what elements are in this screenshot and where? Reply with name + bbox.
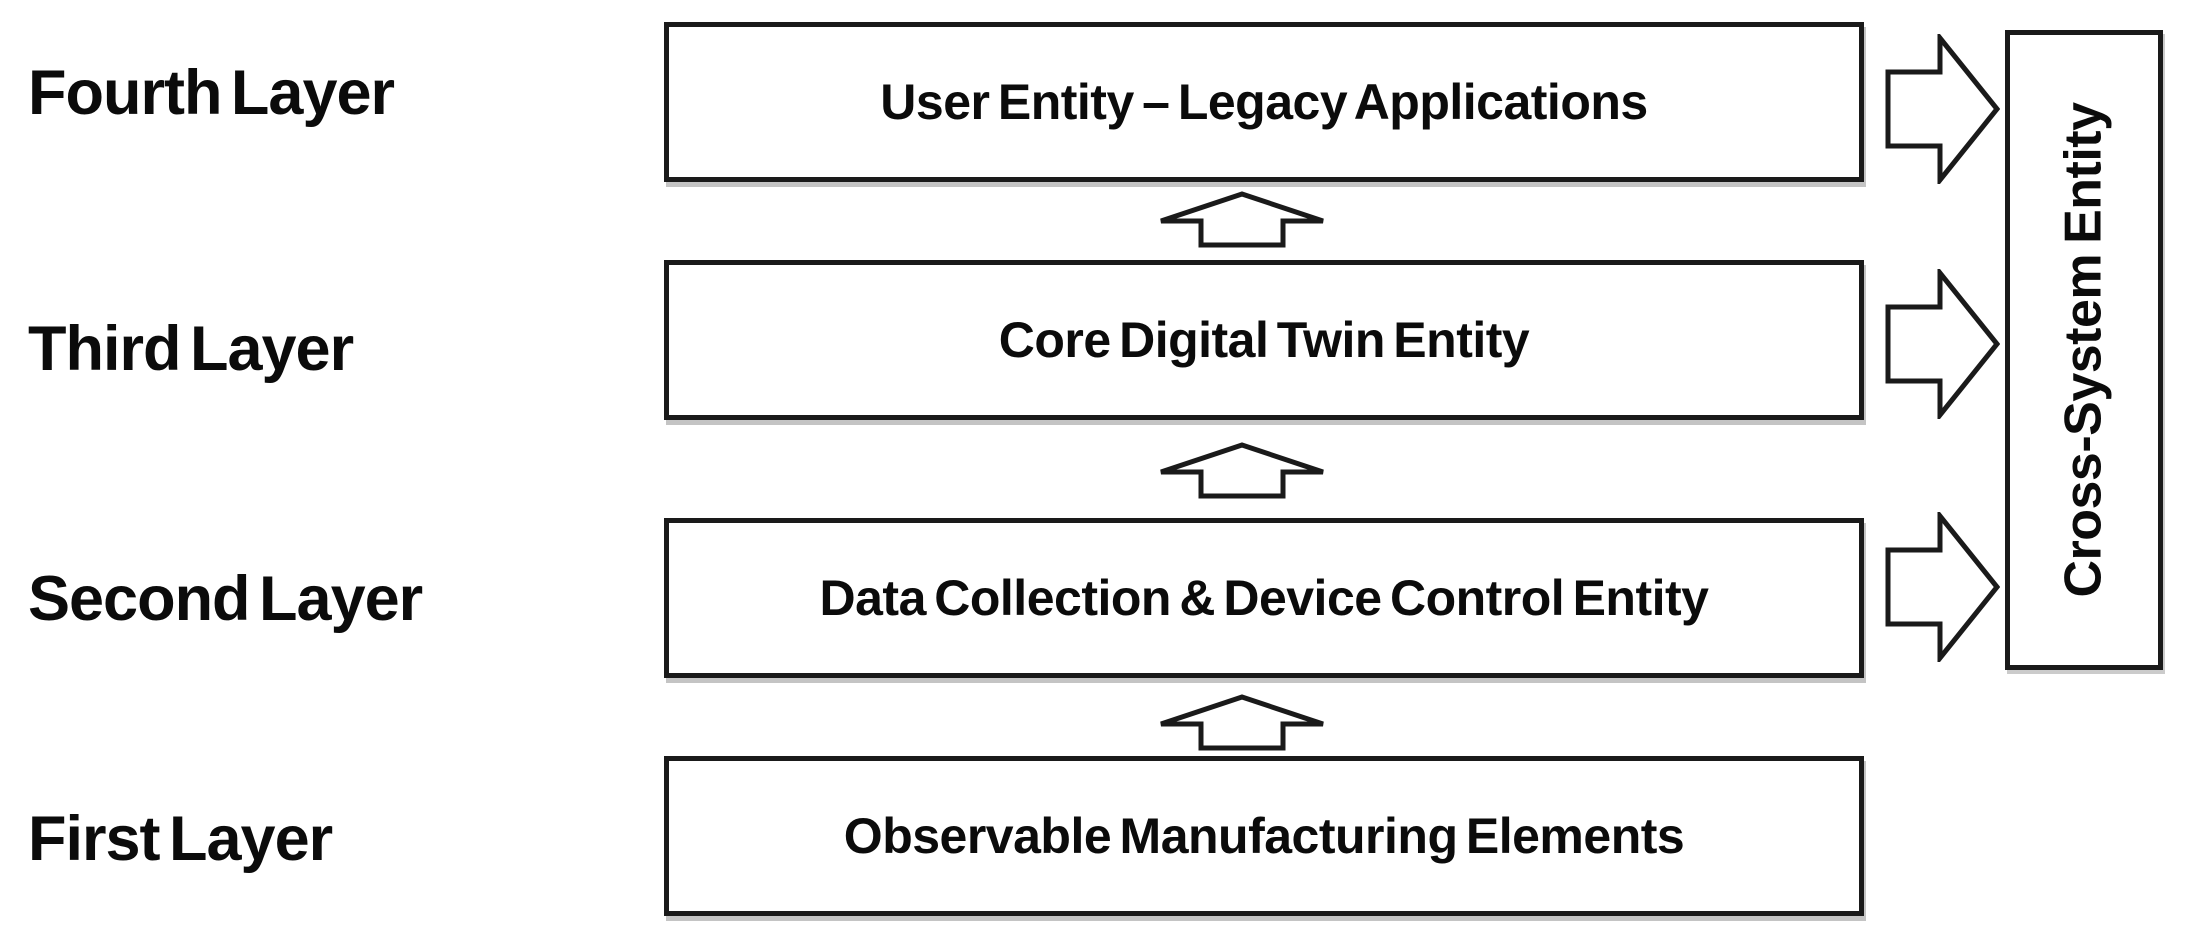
box-title: Core Digital Twin Entity [998,312,1530,368]
layer-label-third: Third Layer [28,314,354,384]
up-arrow-icon [1160,442,1324,499]
box-cross-system-entity: Cross-System Entity [2005,30,2163,670]
layer-label-fourth: Fourth Layer [28,58,395,128]
box-user-entity-legacy-applications: User Entity – Legacy Applications [664,22,1864,182]
cross-system-entity-label: Cross-System Entity [2055,102,2114,598]
right-arrow-icon [1885,269,2000,419]
box-title: User Entity – Legacy Applications [880,74,1648,130]
box-title: Data Collection & Device Control Entity [819,570,1709,626]
up-arrow-icon [1160,694,1324,751]
up-arrow-icon [1160,191,1324,248]
box-observable-manufacturing-elements: Observable Manufacturing Elements [664,756,1864,916]
box-title: Observable Manufacturing Elements [843,808,1685,864]
box-data-collection-device-control-entity: Data Collection & Device Control Entity [664,518,1864,678]
box-core-digital-twin-entity: Core Digital Twin Entity [664,260,1864,420]
right-arrow-icon [1885,34,2000,184]
layer-label-first: First Layer [28,804,333,874]
right-arrow-icon [1885,512,2000,662]
layer-label-second: Second Layer [28,564,423,634]
